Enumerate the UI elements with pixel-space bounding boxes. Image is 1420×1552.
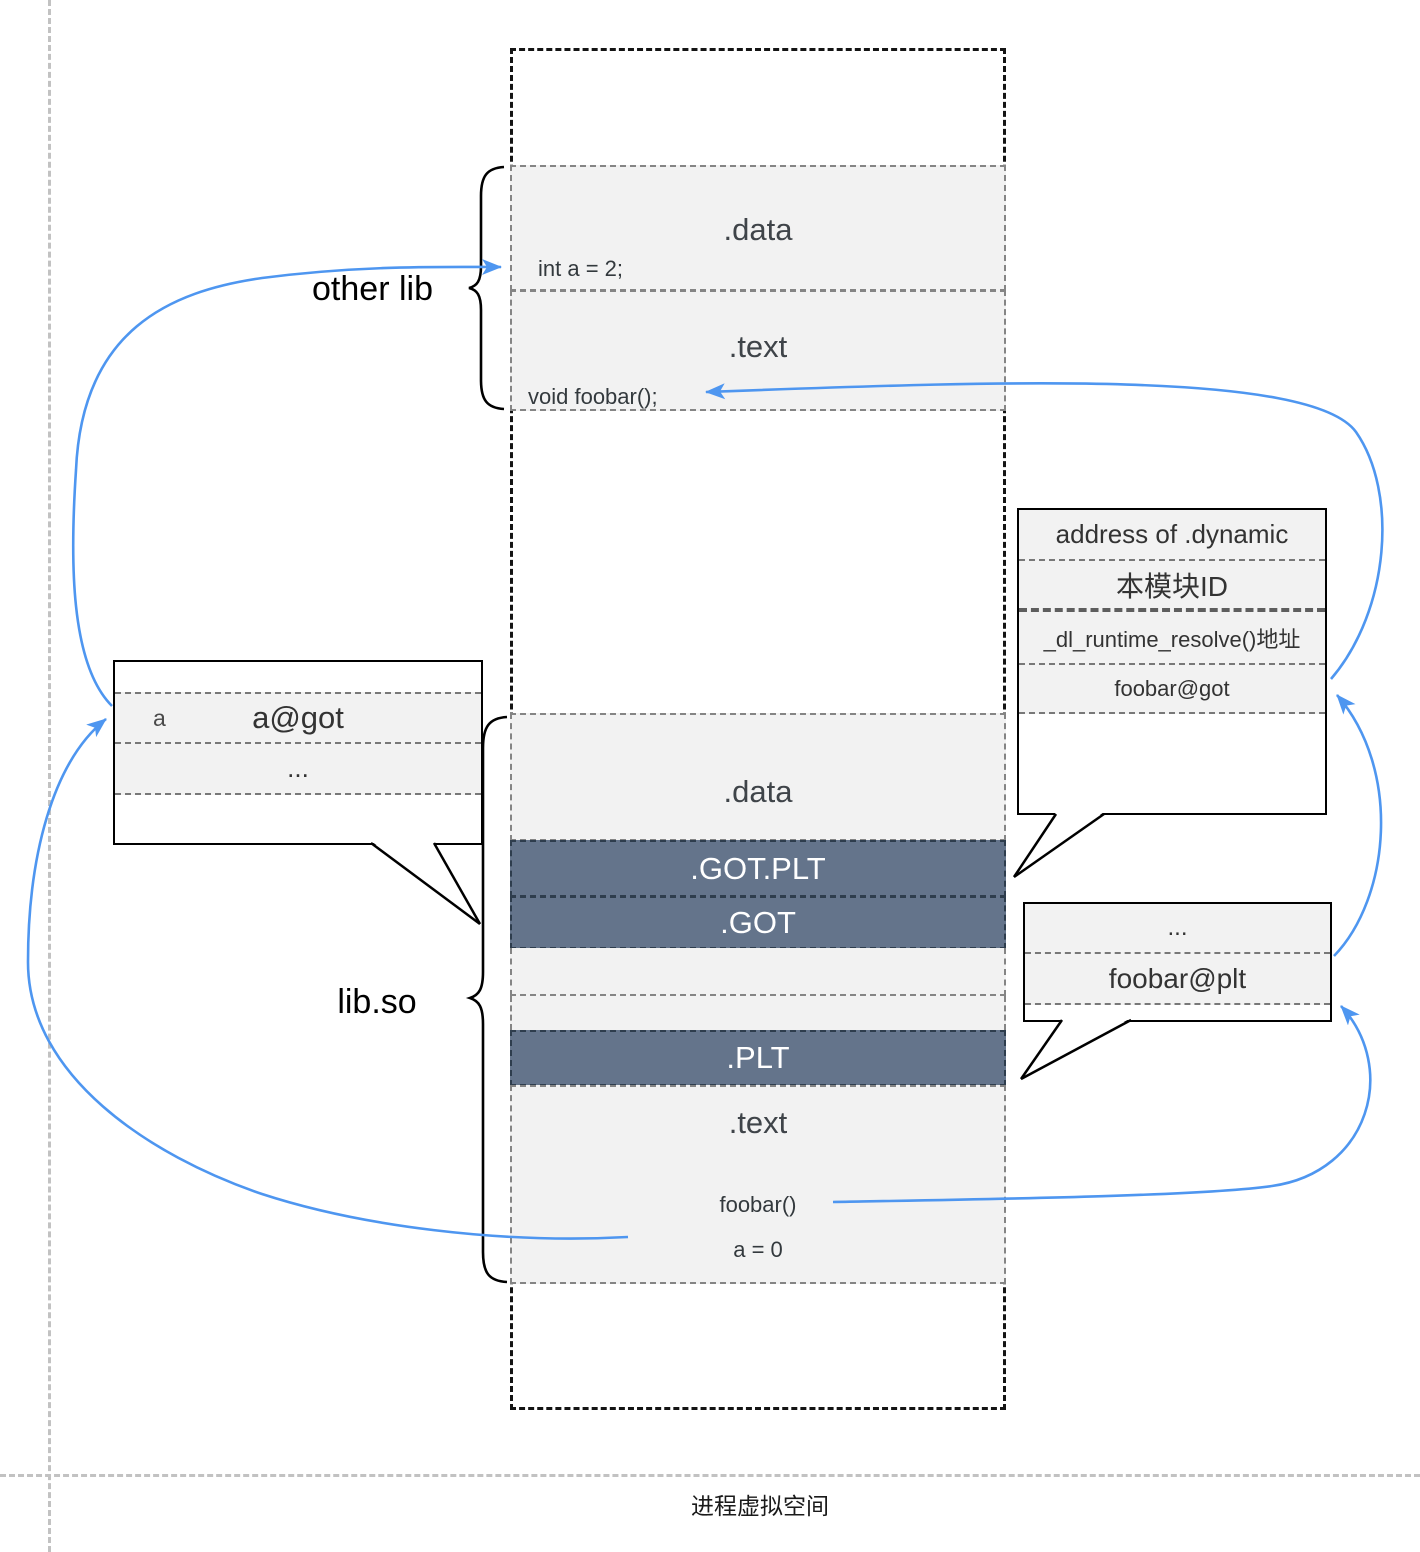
- foobar-func-label: foobar(): [719, 1192, 797, 1217]
- a-got-row-label: a@got: [252, 700, 344, 735]
- other-lib-data-title: .data: [723, 212, 793, 247]
- a-got-ellipsis-label: ...: [287, 753, 309, 783]
- other-lib-data-code: int a = 2;: [538, 256, 624, 281]
- other-lib-text-section: .text void foobar();: [510, 290, 1006, 411]
- lib-so-text-title: .text: [728, 1105, 788, 1140]
- address-of-dynamic-row: address of .dynamic: [1019, 510, 1325, 561]
- foobar-plt-row: foobar@plt: [1025, 954, 1330, 1005]
- module-id-label: 本模块ID: [1115, 570, 1228, 602]
- dynamic-got-callout-rows: address of .dynamic 本模块ID _dl_runtime_re…: [1019, 510, 1325, 714]
- a-got-callout: a a@got ...: [113, 660, 483, 845]
- module-id-row: 本模块ID: [1019, 561, 1325, 612]
- plt-callout: ... foobar@plt: [1023, 902, 1332, 1022]
- got-title: .GOT: [720, 904, 796, 940]
- lib-so-label: lib.so: [337, 983, 417, 1021]
- lib-so-text-section: .text foobar() a = 0: [510, 1085, 1006, 1284]
- arrow-agot-to-int-a: [71, 258, 502, 707]
- address-of-dynamic-label: address of .dynamic: [1055, 519, 1289, 549]
- other-lib-text-code: void foobar();: [528, 384, 658, 409]
- lib-so-data-title: .data: [723, 774, 793, 809]
- a-got-callout-rows: a a@got ...: [115, 692, 481, 795]
- a-marker: a: [153, 704, 166, 731]
- lib-so-filler-upper: [510, 948, 1006, 996]
- process-virtual-space-label: 进程虚拟空间: [691, 1493, 829, 1519]
- foobar-plt-label: foobar@plt: [1108, 962, 1247, 994]
- plt-callout-tail: [1019, 1018, 1132, 1081]
- got-plt-title: .GOT.PLT: [690, 850, 826, 886]
- a-got-ellipsis-row: ...: [115, 744, 481, 795]
- other-lib-label: other lib: [312, 270, 433, 308]
- plt-ellipsis-row: ...: [1025, 904, 1330, 954]
- a-got-row: a a@got: [115, 692, 481, 744]
- a-got-callout-tail: [370, 841, 482, 926]
- other-lib-data-section: .data int a = 2;: [510, 165, 1006, 291]
- plt-title: .PLT: [726, 1040, 790, 1075]
- dynamic-got-callout: address of .dynamic 本模块ID _dl_runtime_re…: [1017, 508, 1327, 815]
- a-assign-label: a = 0: [733, 1237, 783, 1262]
- plt-section: .PLT: [510, 1030, 1006, 1086]
- foobar-got-label: foobar@got: [1114, 675, 1230, 701]
- arrow-foobarplt-to-foobargot: [1333, 694, 1383, 957]
- got-section: .GOT: [510, 896, 1006, 949]
- dl-runtime-resolve-row: _dl_runtime_resolve()地址: [1019, 612, 1325, 665]
- plt-callout-rows: ... foobar@plt: [1025, 904, 1330, 1005]
- got-plt-section: .GOT.PLT: [510, 840, 1006, 897]
- other-lib-text-title: .text: [728, 329, 788, 364]
- plt-ellipsis-label: ...: [1167, 914, 1188, 941]
- bottom-guide-dashed-line: [0, 1474, 1420, 1477]
- dynamic-got-callout-tail: [1012, 812, 1105, 879]
- lib-so-data-section: .data: [510, 713, 1006, 841]
- left-guide-dashed-line: [48, 0, 51, 1552]
- dl-runtime-resolve-label: _dl_runtime_resolve()地址: [1043, 626, 1301, 652]
- other-lib-brace: [468, 165, 505, 411]
- foobar-got-row: foobar@got: [1019, 665, 1325, 714]
- lib-so-filler-lower: [510, 996, 1006, 1030]
